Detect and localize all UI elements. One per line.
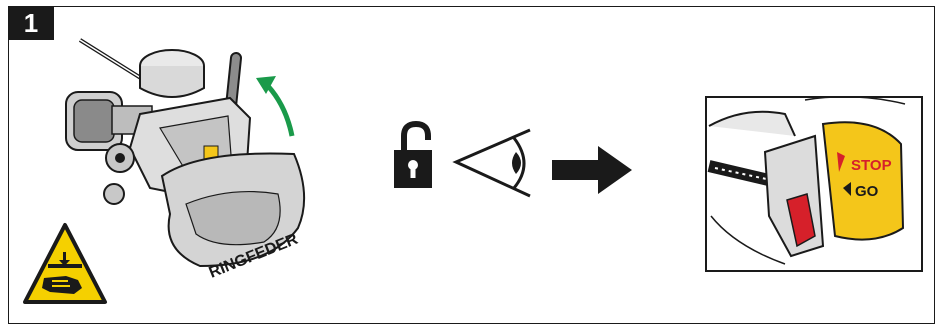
go-label: GO [855,183,879,200]
stop-label: STOP [851,157,892,174]
stop-go-indicator-detail: STOP GO [705,96,923,272]
right-arrow-icon [552,146,634,194]
eye-inspect-icon [452,126,534,200]
hand-crush-warning-icon [22,222,108,306]
unlocked-padlock-icon [388,118,440,192]
step-number-badge: 1 [8,6,54,40]
curved-arrow-up-icon [268,86,292,136]
